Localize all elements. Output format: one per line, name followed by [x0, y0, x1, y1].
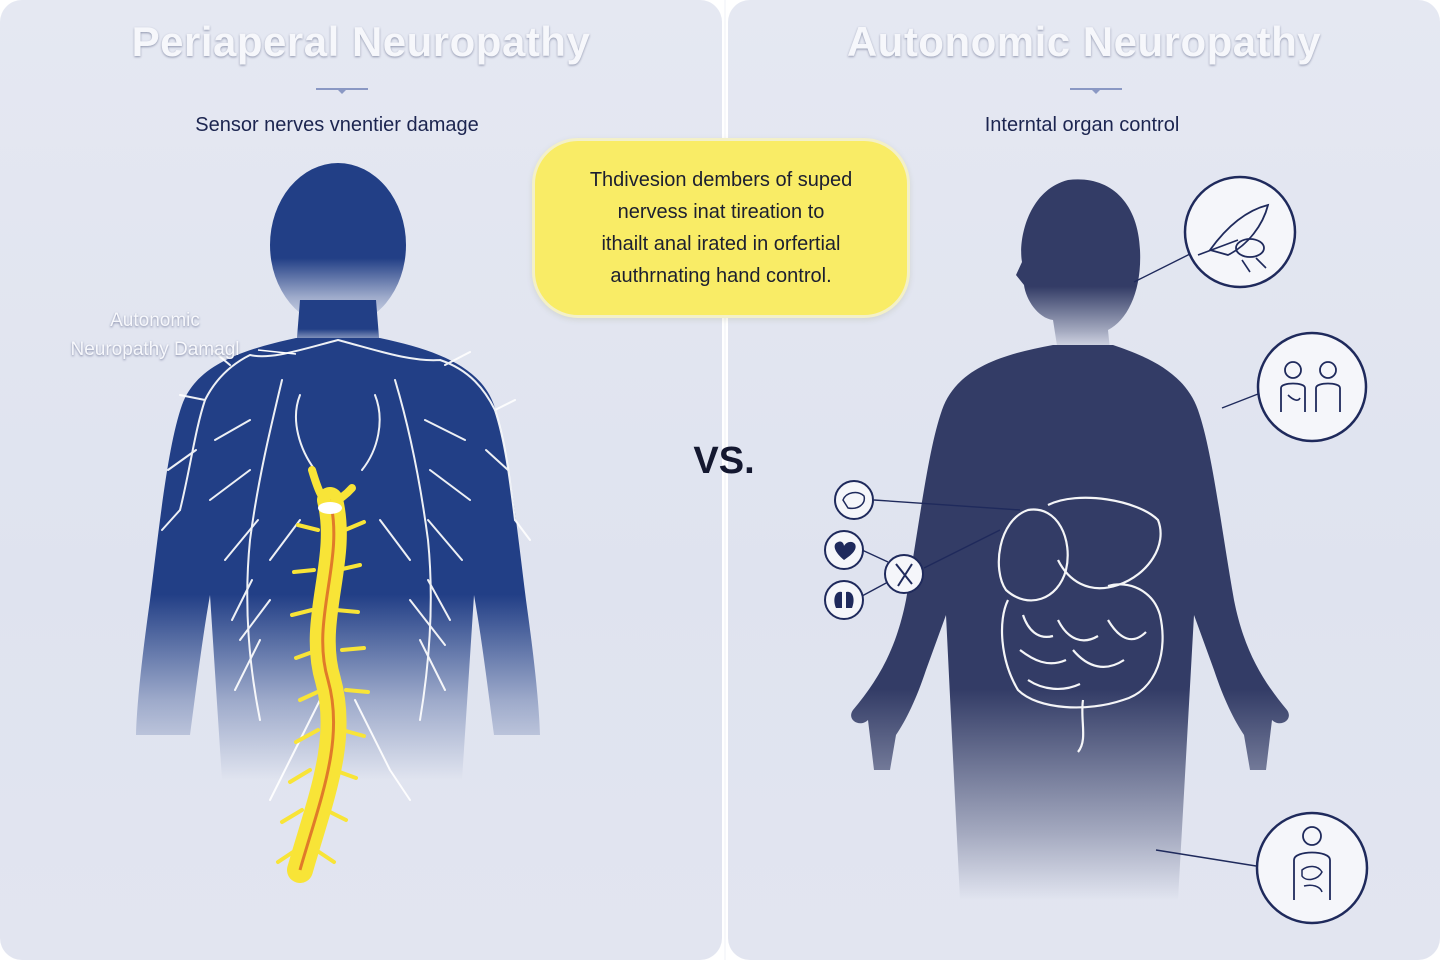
left-annotation-line1: Autonomic — [110, 310, 200, 331]
heart-icon — [824, 530, 864, 570]
two-people-icon — [1256, 331, 1368, 443]
left-subtitle: Sensor nerves vnentier damage — [195, 114, 479, 136]
organ-outline — [997, 496, 1164, 753]
right-body-illustration — [851, 179, 1289, 900]
center-divider — [724, 0, 726, 960]
center-callout-box: Thdivesion dembers of suped nervess inat… — [532, 138, 910, 318]
right-subtitle: Interntal organ control — [984, 114, 1180, 136]
right-title-underline — [1070, 88, 1122, 94]
callout-line2: nervess inat tireation to — [617, 201, 825, 223]
eye-gland-icon — [1183, 175, 1297, 289]
lungs-icon — [824, 580, 864, 620]
right-silhouette — [851, 179, 1289, 900]
right-icons — [824, 175, 1369, 925]
callout-line3: ithailt anal irated in orfertial — [601, 233, 841, 255]
callout-text: Thdivesion dembers of suped nervess inat… — [590, 164, 852, 292]
callout-line1: Thdivesion dembers of suped — [589, 169, 853, 191]
right-title: Autonomic Neuropathy — [846, 18, 1322, 65]
spine-cross-icon — [884, 554, 924, 594]
versus-label: VS. — [693, 440, 755, 482]
left-title-underline — [316, 88, 368, 94]
left-spine-nerve — [276, 466, 370, 883]
left-body-illustration — [136, 163, 540, 883]
pancreas-icon — [834, 480, 874, 520]
left-title: Periaperal Neuropathy — [131, 18, 591, 65]
right-connector-lines — [861, 253, 1259, 867]
left-annotation-label: Autonomic Neuropathy Damagl — [40, 306, 270, 364]
callout-line4: authrnating hand control. — [610, 265, 832, 287]
left-annotation-line2: Neuropathy Damagl — [70, 339, 240, 360]
panel-autonomic-neuropathy: Autonomic Neuropathy Interntal organ con… — [728, 0, 1440, 960]
body-organs-icon — [1255, 811, 1369, 925]
